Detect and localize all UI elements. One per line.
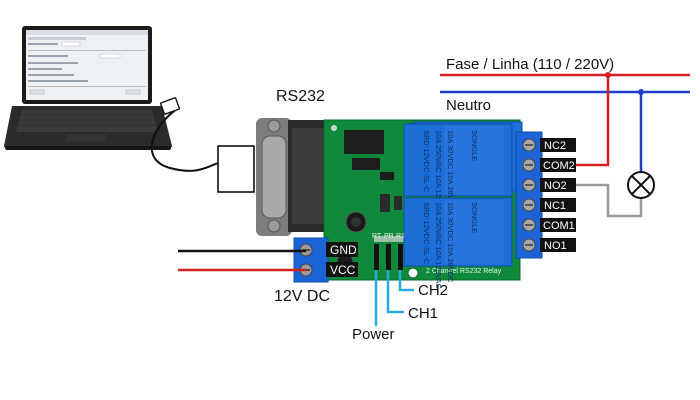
led-mark-pr: PR (384, 233, 394, 240)
neutral-junction (638, 89, 644, 95)
ch2-label: CH2 (418, 282, 448, 299)
gnd-label-bg (326, 242, 358, 257)
board-title: 2 Channel RS232 Relay (426, 268, 502, 275)
svg-text:SRD-12VDC-SL-C: SRD-12VDC-SL-C (422, 130, 431, 193)
power-terminal-block (293, 237, 329, 283)
relay-pin-labels: NC2 COM2 NO2 NC1 COM1 NO1 (540, 138, 576, 252)
svg-text:10A 30VDC 10A 28VDC: 10A 30VDC 10A 28VDC (446, 130, 455, 211)
svg-text:SONGLE: SONGLE (470, 130, 479, 161)
power-input-label: 12V DC (274, 288, 330, 305)
usb-cable (150, 107, 223, 172)
svg-text:SONGLE: SONGLE (470, 202, 479, 233)
led-mark-r1: R1 (396, 233, 405, 240)
no2-to-lamp-wire (576, 183, 643, 218)
phase-to-com2-wire (576, 75, 610, 167)
pin-com1: COM1 (543, 220, 575, 232)
db9-connector-icon (256, 118, 332, 236)
pin-no2: NO2 (544, 180, 567, 192)
phase-label: Fase / Linha (110 / 220V) (446, 56, 614, 73)
phase-junction (605, 72, 611, 78)
led-leader-lines (374, 270, 414, 326)
relay-2-text: SRD-12VDC-SL-C 10A 250VAC 10A 125VAC 10A… (422, 130, 479, 217)
svg-text:10A 30VDC 10A 28VDC: 10A 30VDC 10A 28VDC (446, 202, 455, 283)
gnd-label: GND (330, 243, 357, 257)
rs232-label: RS232 (276, 88, 325, 105)
vcc-label: VCC (330, 263, 356, 277)
pin-no1: NO1 (544, 240, 567, 252)
svg-text:10A 250VAC 10A 125VAC: 10A 250VAC 10A 125VAC (434, 202, 443, 289)
svg-text:SRD-12VDC-SL-C: SRD-12VDC-SL-C (422, 202, 431, 265)
usb-plug (160, 97, 180, 115)
relay-1-text: SRD-12VDC-SL-C 10A 250VAC 10A 125VAC 10A… (422, 202, 479, 289)
relay-terminal-block (515, 131, 543, 259)
pin-nc2: NC2 (544, 140, 566, 152)
lamp-icon (627, 171, 655, 199)
rs232-adapter (217, 145, 255, 193)
svg-text:10A 250VAC 10A 125VAC: 10A 250VAC 10A 125VAC (434, 130, 443, 217)
neutral-label: Neutro (446, 97, 491, 114)
pin-nc1: NC1 (544, 200, 566, 212)
ch1-label: CH1 (408, 305, 438, 322)
led-mark-rt: RT (372, 233, 382, 240)
vcc-label-bg (326, 262, 358, 277)
laptop-icon (4, 26, 172, 150)
pin-com2: COM2 (543, 160, 575, 172)
power-led-label: Power (352, 326, 395, 343)
